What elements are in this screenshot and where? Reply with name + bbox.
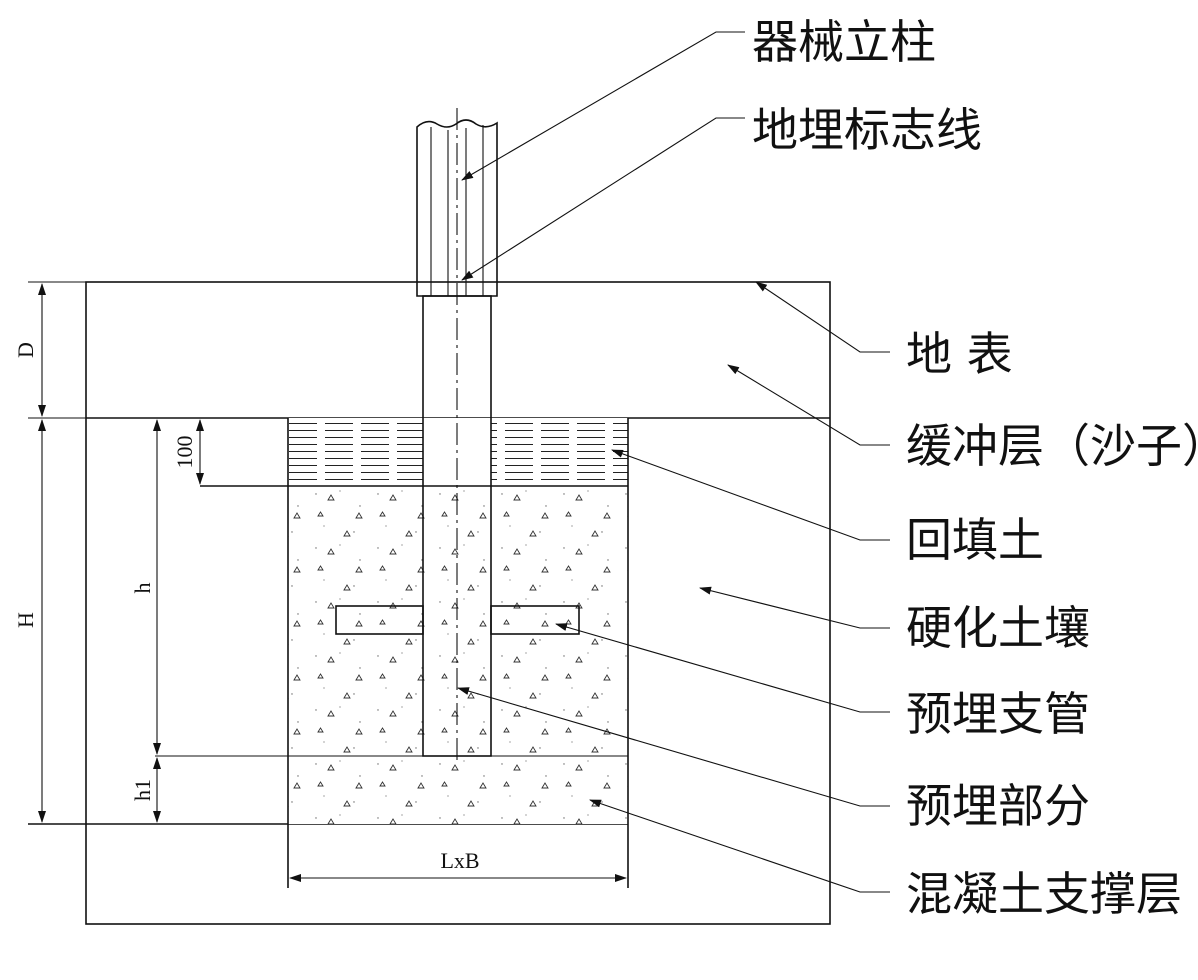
dim-LxB-label: LxB (440, 848, 479, 873)
dim-D-label: D (13, 342, 38, 358)
dimension-lines (38, 283, 627, 882)
label-embedded-part: 预埋部分 (906, 779, 1090, 833)
leader-lines (457, 31, 890, 893)
label-concrete-layer: 混凝土支撑层 (906, 867, 1182, 921)
label-buffer-layer: 缓冲层（沙子） (906, 419, 1198, 473)
foundation-pit (155, 418, 629, 888)
label-backfill: 回填土 (906, 513, 1044, 567)
dim-H-label: H (13, 612, 38, 628)
dim-h1-label: h1 (130, 779, 155, 801)
dim-100-label: 100 (172, 436, 197, 469)
label-hardened-soil: 硬化土壤 (906, 601, 1090, 655)
label-equipment-column: 器械立柱 (752, 15, 936, 69)
label-ground-surface: 地 表 (906, 327, 1013, 381)
dim-h-label: h (130, 583, 155, 594)
label-embedded-pipe: 预埋支管 (906, 687, 1090, 741)
equipment-column (416, 108, 498, 760)
label-marker-line: 地埋标志线 (752, 103, 982, 157)
